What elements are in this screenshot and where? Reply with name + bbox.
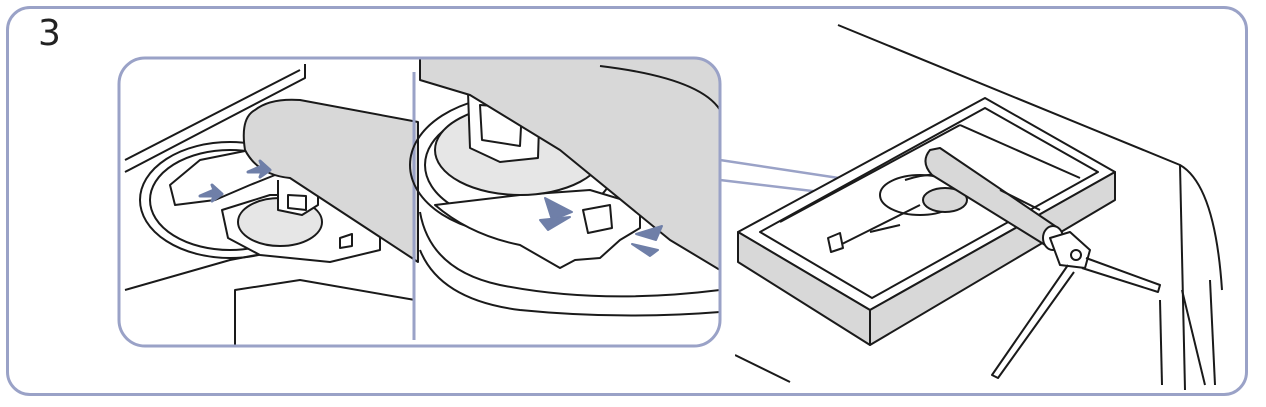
overview-drawing xyxy=(735,24,1223,390)
arrow-icon xyxy=(198,183,224,203)
arrow-icon xyxy=(246,159,272,179)
detail-inset xyxy=(124,58,720,345)
arrow-icon xyxy=(631,243,659,257)
arrow-icon xyxy=(544,197,573,221)
arrow-icon xyxy=(635,225,663,241)
inset-border xyxy=(117,56,722,348)
arrow-icon xyxy=(539,216,571,231)
right-closeup xyxy=(409,58,720,317)
step-number: 3 xyxy=(38,13,61,54)
left-closeup xyxy=(124,64,419,345)
